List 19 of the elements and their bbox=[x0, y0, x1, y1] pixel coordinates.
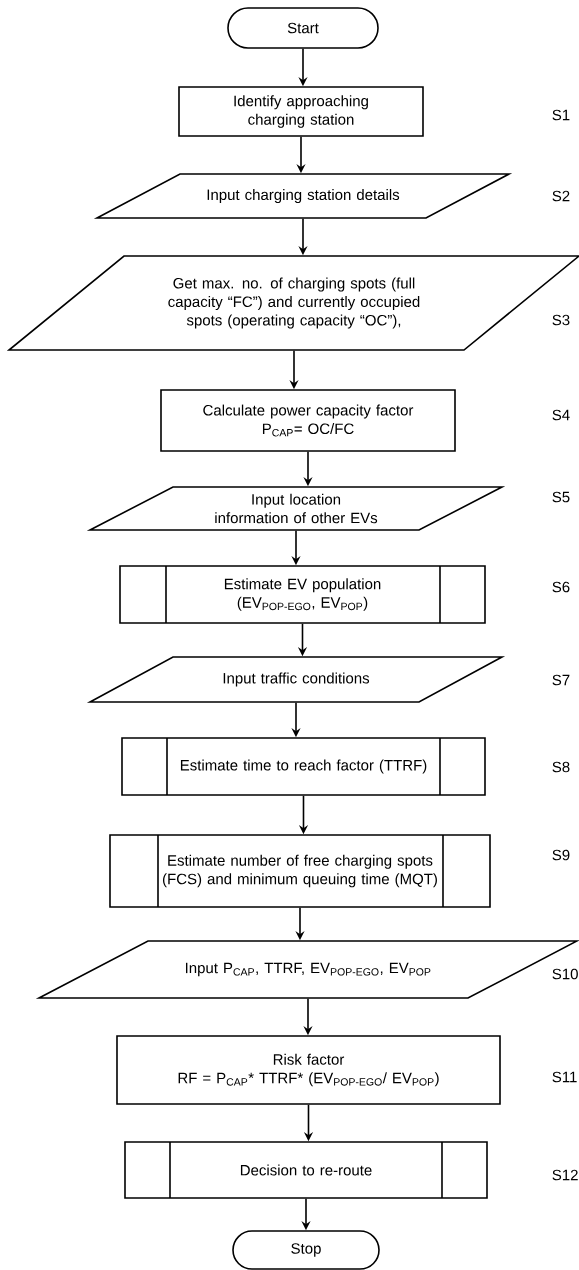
step-label: S7 bbox=[552, 674, 570, 686]
step-label: S10 bbox=[552, 968, 578, 980]
step-label: S9 bbox=[552, 849, 570, 861]
step-label: S11 bbox=[552, 1071, 577, 1083]
process-box: Risk factor RF = P$_{CAP}$* TTRF* (EV$_{POP-EGO}$/ EV$_{POP}$) bbox=[116, 1035, 501, 1105]
predefined-process-box: Estimate number of free charging spots (FCS) and minimum queuing time (MQT) bbox=[109, 834, 491, 908]
step-label: S1 bbox=[552, 109, 570, 121]
step-label: S5 bbox=[552, 491, 570, 503]
process-box: Identify approaching charging station bbox=[178, 86, 424, 137]
step-label: S4 bbox=[552, 409, 570, 421]
step-label: S2 bbox=[552, 190, 570, 202]
predefined-process-box: Decision to re-route bbox=[124, 1141, 488, 1199]
process-box: Calculate power capacity factor P$_{CAP}$= OC/FC bbox=[160, 389, 456, 452]
step-label: S12 bbox=[552, 1169, 578, 1181]
predefined-process-box: Estimate EV population (EV$_{POP-EGO}$, EV$_{POP}$) bbox=[119, 565, 486, 624]
step-label: S3 bbox=[552, 314, 570, 326]
step-label: S6 bbox=[552, 581, 570, 593]
predefined-process-box: Estimate time to reach factor (TTRF) bbox=[121, 737, 486, 796]
step-label: S8 bbox=[552, 761, 570, 773]
